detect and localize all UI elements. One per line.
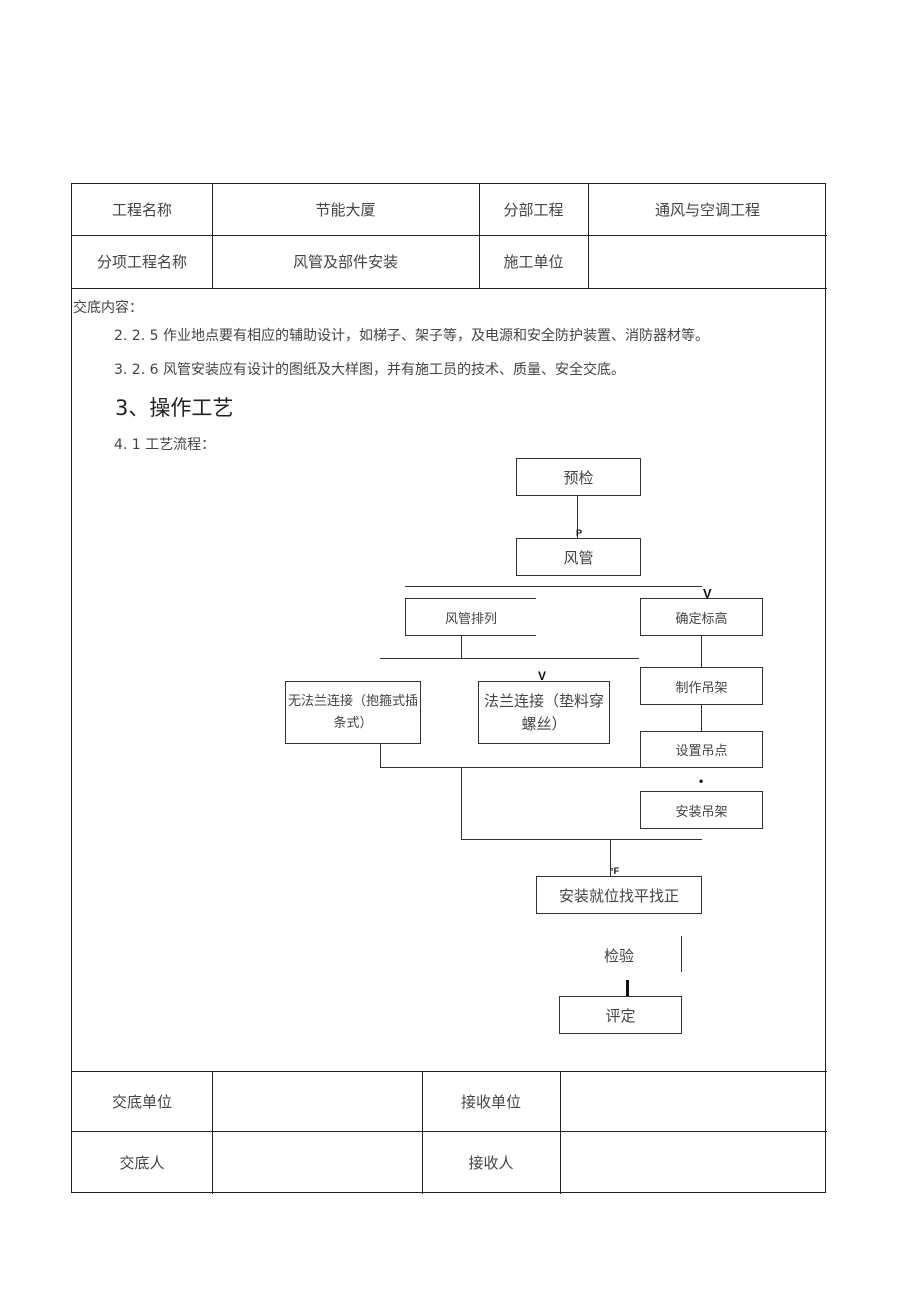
receiver-unit-label: 接收单位: [460, 1092, 521, 1111]
issuer-unit-value: [212, 1071, 422, 1131]
inspect-label: 检验: [604, 947, 635, 965]
flange-connection-box: 法兰连接（垫料穿 螺丝）: [478, 681, 610, 744]
subitem-value: 风管及部件安装: [292, 253, 398, 271]
footer-col-divider-2: [422, 1071, 423, 1194]
connector-line: [626, 980, 629, 996]
receiver-value: [560, 1131, 827, 1194]
disclosure-form: 工程名称 节能大厦 分部工程 通风与空调工程 分项工程名称 风管及部件安装 施工…: [71, 183, 827, 1194]
receiver-unit-value: [560, 1071, 827, 1131]
evaluate-box: 评定: [559, 996, 682, 1034]
header-col-divider-3: [588, 184, 589, 288]
footer-row-divider: [72, 1131, 827, 1132]
duct-arrange-box: 风管排列: [405, 598, 536, 636]
issuer-unit-label: 交底单位: [111, 1092, 172, 1111]
arrow-mark-f: °F: [610, 866, 620, 876]
set-hang-point-box: 设置吊点: [640, 731, 763, 768]
connector-line: [461, 767, 462, 840]
connector-line: [701, 635, 702, 667]
issuer-label: 交底人: [119, 1154, 165, 1172]
connector-line: [380, 767, 763, 768]
header-bottom-border: [72, 288, 827, 289]
connector-line: [380, 743, 381, 768]
division-label: 分部工程: [503, 201, 564, 219]
division-value: 通风与空调工程: [654, 201, 760, 219]
arrow-mark-v: V: [703, 586, 712, 601]
connector-line: [461, 839, 702, 840]
flow-label: 4. 1 工艺流程：: [114, 437, 216, 453]
header-row-divider: [72, 235, 827, 236]
content-paragraph-1: 2. 2. 5 作业地点要有相应的辅助设计，如梯子、架子等，及电源和安全防护装置…: [114, 328, 709, 344]
flangeless-connection-box: 无法兰连接（抱箍式插 条式）: [285, 681, 421, 744]
project-name-label: 工程名称: [111, 201, 172, 219]
install-level-box: 安装就位找平找正: [536, 876, 702, 914]
connector-line: [380, 658, 639, 659]
project-name-value: 节能大厦: [315, 201, 376, 219]
footer-top-border: [72, 1071, 827, 1072]
receiver-label: 接收人: [468, 1154, 514, 1172]
duct-box: 风管: [516, 538, 641, 576]
arrow-mark-dot: •: [699, 774, 704, 788]
flange-line-1: 法兰连接（垫料穿: [483, 691, 604, 710]
footer-col-divider-1: [212, 1071, 213, 1194]
subitem-label: 分项工程名称: [96, 253, 187, 271]
section-title: 3、操作工艺: [115, 396, 234, 420]
connector-line: [461, 635, 462, 658]
issuer-value: [212, 1131, 422, 1194]
header-col-divider-2: [479, 184, 480, 288]
contractor-label: 施工单位: [503, 253, 564, 271]
content-paragraph-2: 3. 2. 6 风管安装应有设计的图纸及大样图，并有施工员的技术、质量、安全交底…: [114, 362, 625, 378]
set-elevation-box: 确定标高: [640, 598, 763, 636]
connector-line: [681, 936, 682, 972]
header-col-divider-1: [212, 184, 213, 288]
connector-line: [577, 495, 578, 538]
flange-line-2: 螺丝）: [521, 714, 567, 733]
precheck-box: 预检: [516, 458, 641, 496]
make-hanger-box: 制作吊架: [640, 667, 763, 705]
connector-line: [610, 840, 611, 877]
contractor-value: [588, 235, 827, 288]
arrow-mark-v: V: [538, 669, 547, 683]
flangeless-line-2: 条式）: [333, 715, 373, 731]
arrow-mark-p: P: [576, 528, 583, 538]
connector-line: [701, 705, 702, 731]
footer-col-divider-3: [560, 1071, 561, 1194]
connector-line: [405, 586, 702, 587]
content-label: 交底内容：: [73, 300, 143, 316]
install-hanger-box: 安装吊架: [640, 791, 763, 829]
flangeless-line-1: 无法兰连接（抱箍式插: [287, 693, 418, 709]
